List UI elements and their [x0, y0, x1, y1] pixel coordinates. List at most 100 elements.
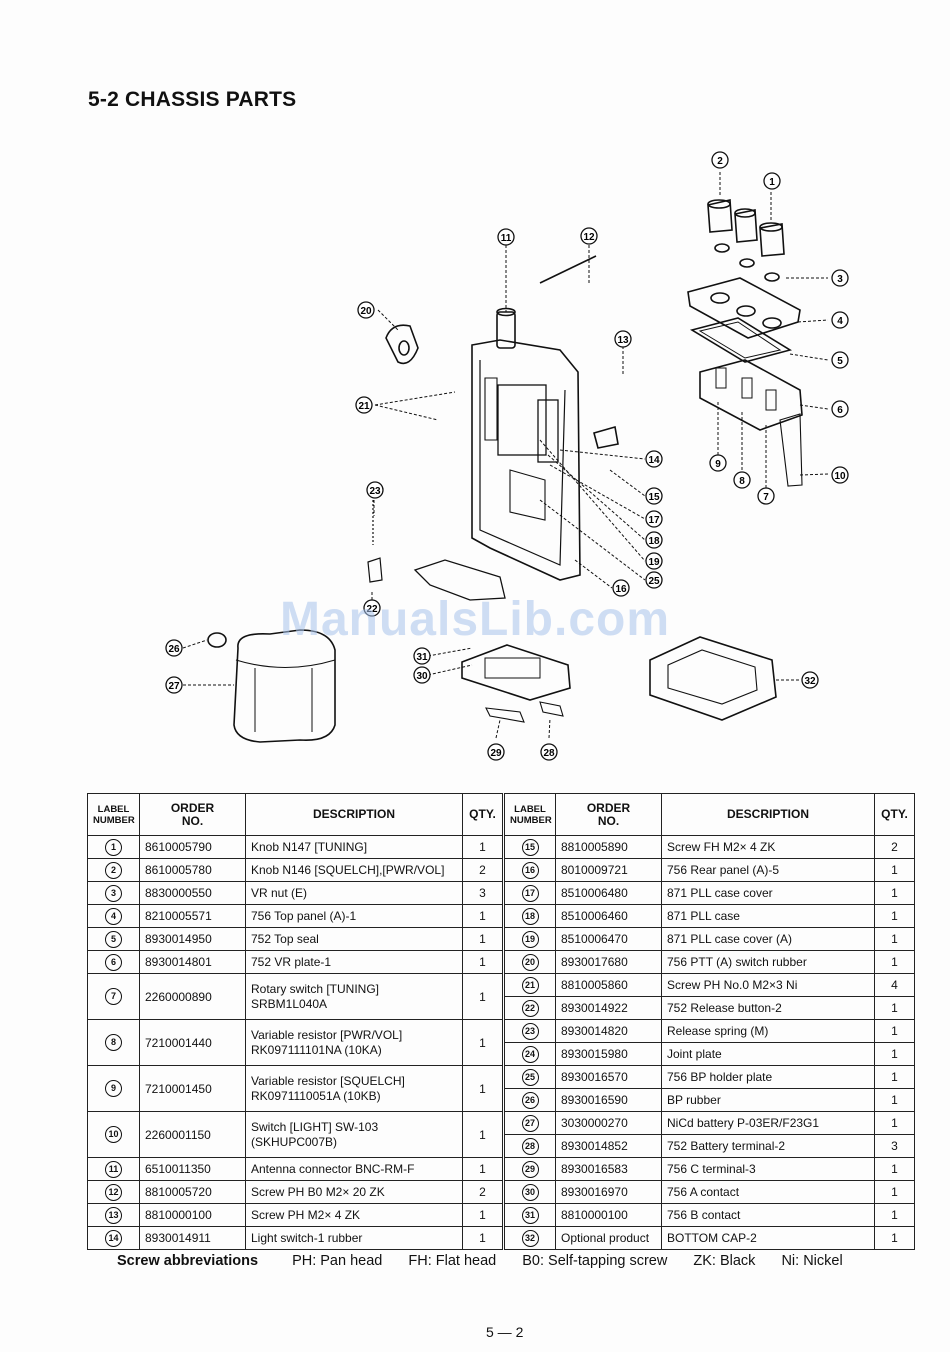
description-line: Variable resistor [SQUELCH]	[251, 1073, 405, 1088]
label-number-cell: 2	[87, 858, 140, 882]
callout-3: 3	[831, 269, 849, 287]
description-line: Light switch-1 rubber	[251, 1230, 363, 1245]
callout-7: 7	[757, 487, 775, 505]
svg-text:1: 1	[769, 177, 775, 188]
callout-12: 12	[580, 227, 598, 245]
description-line: 752 VR plate-1	[251, 954, 332, 969]
header-qty: QTY.	[462, 793, 504, 836]
description-cell: 871 PLL case cover (A)	[661, 927, 875, 951]
circled-label: 13	[105, 1206, 122, 1224]
description-cell: 752 VR plate-1	[245, 950, 463, 974]
circled-label: 18	[521, 907, 539, 925]
circled-label: 23	[521, 1022, 539, 1040]
callout-20: 20	[357, 301, 375, 319]
order-no-cell: 3030000270	[555, 1111, 662, 1135]
callout-14: 14	[645, 450, 663, 468]
circled-label: 25	[521, 1068, 539, 1086]
qty-cell: 1	[874, 1180, 915, 1204]
qty-cell: 1	[462, 835, 504, 859]
qty-cell: 1	[462, 1226, 504, 1250]
qty-cell: 1	[462, 1157, 504, 1181]
svg-text:11: 11	[501, 233, 512, 244]
svg-text:17: 17	[648, 515, 660, 526]
circled-label: 21	[521, 976, 539, 994]
description-cell: 752 Release button-2	[661, 996, 875, 1020]
circled-label: 10	[105, 1126, 122, 1143]
order-no-cell: 8810005890	[555, 835, 662, 859]
qty-cell: 1	[874, 904, 915, 928]
callout-1: 1	[763, 172, 781, 190]
callout-2: 2	[711, 151, 729, 169]
description-line: Antenna connector BNC-RM-F	[251, 1161, 415, 1176]
circled-label: 30	[521, 1183, 539, 1201]
label-number-cell: 9	[87, 1065, 140, 1112]
callout-11: 11	[497, 228, 515, 246]
svg-text:12: 12	[583, 232, 595, 243]
callout-27: 27	[165, 676, 183, 694]
qty-cell: 1	[462, 904, 504, 928]
callout-17: 17	[645, 510, 663, 528]
label-number-cell: 19	[502, 927, 556, 951]
qty-cell: 1	[874, 1065, 915, 1089]
order-no-cell: 2260001150	[139, 1111, 246, 1158]
svg-text:32: 32	[804, 676, 816, 687]
circled-label: 5	[105, 930, 122, 948]
description-cell: Screw FH M2× 4 ZK	[661, 835, 875, 859]
qty-cell: 1	[874, 881, 915, 905]
description-cell: Rotary switch [TUNING]SRBM1L040A	[245, 973, 463, 1020]
order-no-cell: 8930014950	[139, 927, 246, 951]
label-number-cell: 13	[87, 1203, 140, 1227]
svg-text:31: 31	[416, 652, 428, 663]
abbreviation-item: B0: Self-tapping screw	[522, 1253, 668, 1269]
description-cell: Screw PH B0 M2× 20 ZK	[245, 1180, 463, 1204]
order-no-cell: 8510006480	[555, 881, 662, 905]
circled-label: 3	[105, 884, 122, 902]
circled-label: 14	[105, 1229, 122, 1247]
description-cell: 752 Top seal	[245, 927, 463, 951]
order-no-cell: 8930014801	[139, 950, 246, 974]
description-cell: 871 PLL case cover	[661, 881, 875, 905]
circled-label: 28	[521, 1137, 539, 1155]
description-line: Screw PH B0 M2× 20 ZK	[251, 1184, 385, 1199]
qty-cell: 3	[874, 1134, 915, 1158]
description-line: SRBM1L040A	[251, 996, 328, 1011]
description-cell: 756 Top panel (A)-1	[245, 904, 463, 928]
qty-cell: 1	[874, 1019, 915, 1043]
qty-cell: 1	[462, 973, 504, 1020]
description-cell: Variable resistor [PWR/VOL]RK097111101NA…	[245, 1019, 463, 1066]
description-cell: Switch [LIGHT] SW-103(SKHUPC007B)	[245, 1111, 463, 1158]
svg-text:23: 23	[369, 486, 381, 497]
description-cell: 756 C terminal-3	[661, 1157, 875, 1181]
description-cell: Knob N147 [TUNING]	[245, 835, 463, 859]
svg-text:28: 28	[543, 748, 555, 759]
description-line: 756 Top panel (A)-1	[251, 908, 357, 923]
description-cell: Screw PH No.0 M2×3 Ni	[661, 973, 875, 997]
watermark: ManualsLib.com	[279, 593, 671, 646]
description-line: 752 Top seal	[251, 931, 319, 946]
qty-cell: 1	[462, 927, 504, 951]
circled-label: 16	[521, 861, 539, 879]
label-number-cell: 15	[502, 835, 556, 859]
svg-text:25: 25	[648, 576, 660, 587]
order-no-cell: 8930014852	[555, 1134, 662, 1158]
circled-label: 22	[521, 999, 539, 1017]
order-no-cell: 8930016970	[555, 1180, 662, 1204]
screw-abbreviations: Screw abbreviations PH: Pan head FH: Fla…	[117, 1253, 865, 1269]
qty-cell: 1	[462, 1019, 504, 1066]
description-cell: Antenna connector BNC-RM-F	[245, 1157, 463, 1181]
order-no-cell: 8930014820	[555, 1019, 662, 1043]
svg-text:10: 10	[834, 471, 846, 482]
label-number-cell: 29	[502, 1157, 556, 1181]
